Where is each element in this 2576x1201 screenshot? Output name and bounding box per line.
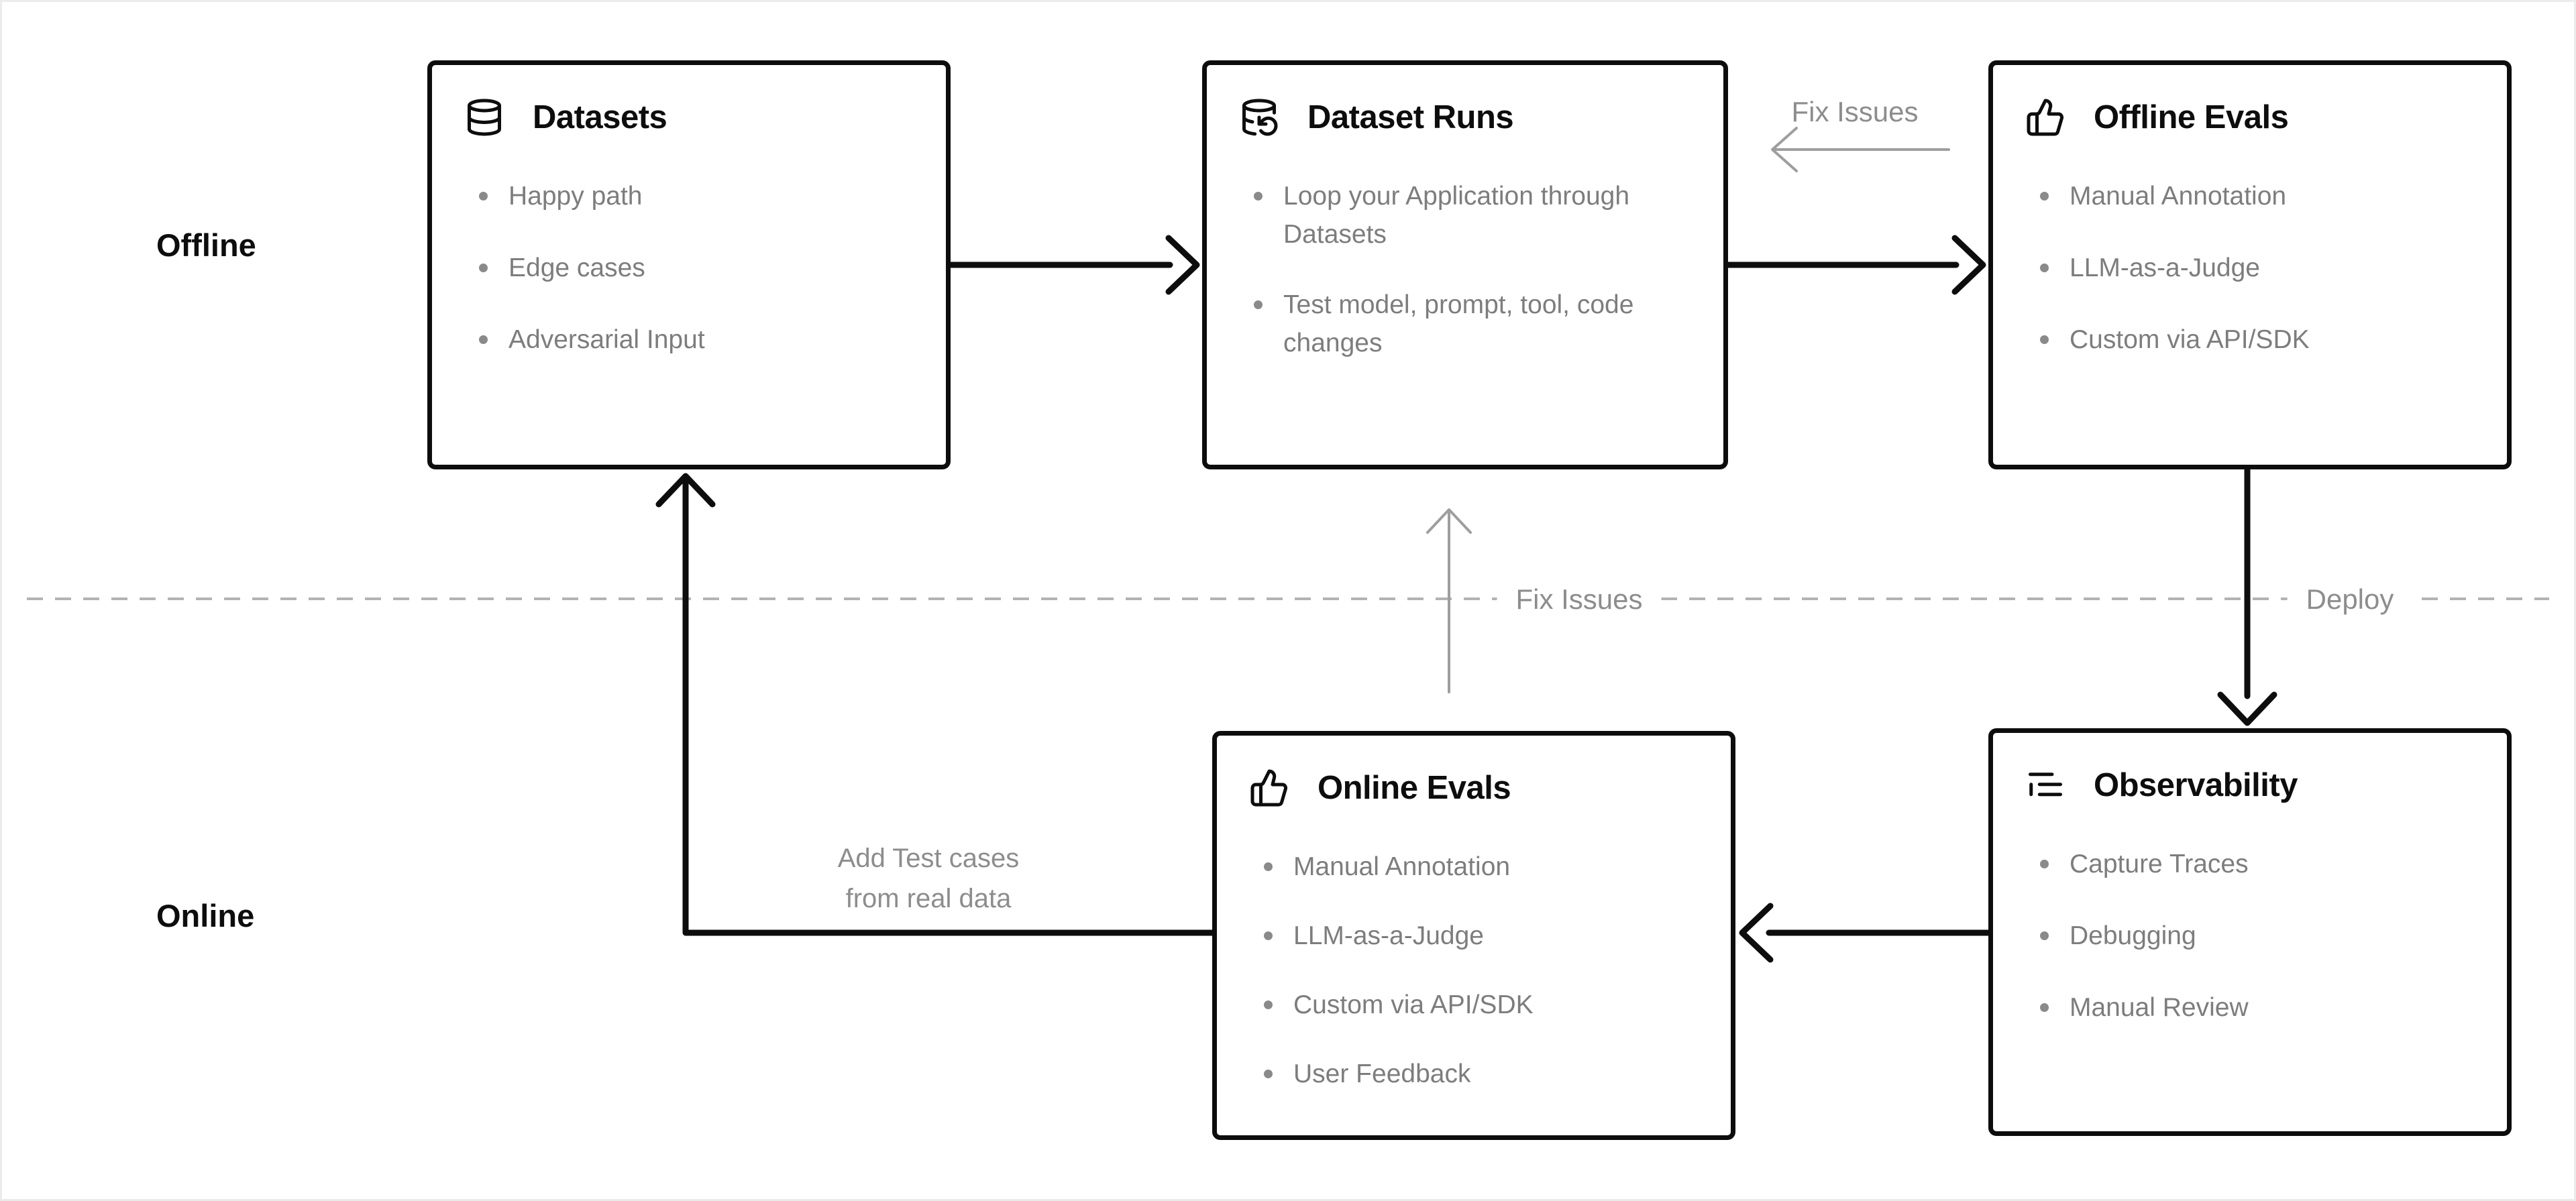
list-item: Edge cases (471, 249, 911, 288)
thumbs-up-icon (1249, 768, 1289, 808)
arrow-dataset-runs-to-offline-evals (1725, 235, 1986, 295)
add-test-cases-label: Add Test cases from real data (838, 838, 1020, 919)
datasets-title: Datasets (533, 99, 667, 135)
offline-evals-title: Offline Evals (2094, 99, 2289, 135)
observability-list: Capture Traces Debugging Manual Review (2023, 846, 2477, 1027)
arrow-online-evals-to-datasets (655, 473, 1216, 936)
arrow-observability-to-online-evals (1739, 903, 1992, 963)
arrow-datasets-to-dataset-runs (947, 235, 1200, 295)
list-item: Adversarial Input (471, 321, 911, 359)
datasets-list: Happy path Edge cases Adversarial Input (462, 178, 916, 359)
arrow-fix-issues-middle (1426, 508, 1472, 693)
observability-title: Observability (2094, 767, 2298, 803)
dataset-runs-box: Dataset Runs Loop your Application throu… (1202, 60, 1728, 469)
database-refresh-icon (1239, 97, 1279, 137)
list-item: Custom via API/SDK (1256, 986, 1696, 1025)
list-item: LLM-as-a-Judge (1256, 917, 1696, 956)
offline-evals-list: Manual Annotation LLM-as-a-Judge Custom … (2023, 178, 2477, 359)
list-item: Happy path (471, 178, 911, 216)
offline-lane-label: Offline (156, 227, 256, 263)
list-item: User Feedback (1256, 1055, 1696, 1094)
dataset-runs-list: Loop your Application through Datasets T… (1236, 178, 1694, 363)
fix-issues-middle-label: Fix Issues (1497, 583, 1662, 616)
dataset-runs-title: Dataset Runs (1307, 99, 1514, 135)
list-item: Capture Traces (2032, 846, 2472, 884)
arrow-offline-evals-to-observability (2217, 466, 2277, 726)
online-evals-title: Online Evals (1318, 770, 1511, 806)
add-test-cases-line2: from real data (845, 884, 1012, 913)
offline-evals-box: Offline Evals Manual Annotation LLM-as-a… (1988, 60, 2512, 469)
deploy-label: Deploy (2287, 583, 2413, 616)
list-item: Manual Annotation (1256, 848, 1696, 887)
thumbs-up-icon (2025, 97, 2065, 137)
arrow-fix-issues-top (1771, 127, 1950, 172)
list-item: Loop your Application through Datasets (1246, 178, 1686, 254)
list-item: Manual Annotation (2032, 178, 2472, 216)
online-lane-label: Online (156, 898, 255, 933)
list-item: Test model, prompt, tool, code changes (1246, 286, 1686, 363)
list-item: Manual Review (2032, 989, 2472, 1027)
database-icon (464, 97, 504, 137)
list-item: LLM-as-a-Judge (2032, 249, 2472, 288)
observability-box: Observability Capture Traces Debugging M… (1988, 728, 2512, 1136)
fix-issues-top-label: Fix Issues (1791, 96, 1919, 127)
list-item: Custom via API/SDK (2032, 321, 2472, 359)
datasets-box: Datasets Happy path Edge cases Adversari… (427, 60, 951, 469)
add-test-cases-line1: Add Test cases (837, 844, 1020, 873)
list-tree-icon (2025, 765, 2065, 805)
online-evals-list: Manual Annotation LLM-as-a-Judge Custom … (1246, 848, 1701, 1094)
list-item: Debugging (2032, 917, 2472, 956)
online-evals-box: Online Evals Manual Annotation LLM-as-a-… (1212, 731, 1735, 1140)
